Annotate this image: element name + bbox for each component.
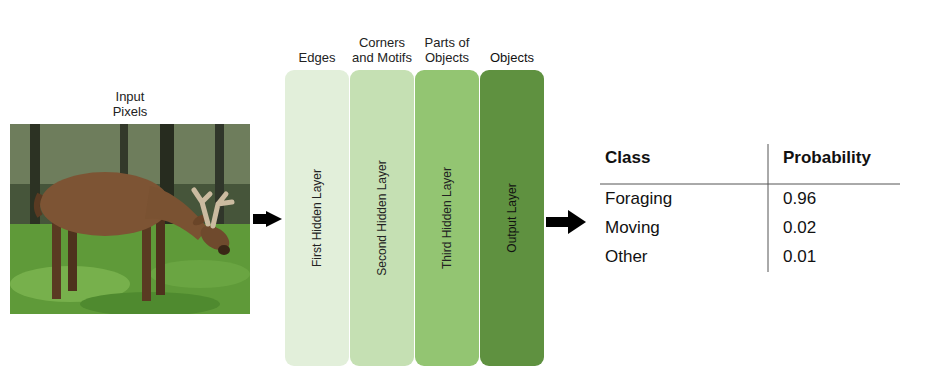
table-header: Probability [783,146,871,170]
deer-photo [10,124,250,314]
table-cell: Foraging [605,187,672,211]
table-cell: 0.96 [783,187,816,211]
flow-arrow [253,214,266,224]
layer-heading: Corners and Motifs [349,36,415,70]
layer-name: First Hidden Layer [310,169,324,267]
table-cell: Other [605,245,648,269]
layer-band: Parts of ObjectsThird Hidden Layer [415,70,479,366]
layer-band: ObjectsOutput Layer [480,70,544,366]
layer-band: EdgesFirst Hidden Layer [285,70,349,366]
layer-name: Output Layer [505,183,519,252]
table-header: Class [605,146,650,170]
layer-name: Third Hidden Layer [440,167,454,269]
table-divider [768,144,769,272]
layer-band: Corners and MotifsSecond Hidden Layer [350,70,414,366]
output-arrow [546,210,586,234]
table-cell: 0.01 [783,245,816,269]
layer-heading: Objects [479,51,545,70]
layer-heading: Input Pixels [102,90,158,124]
table-cell: 0.02 [783,216,816,240]
image-node: Input Pixels [10,124,250,314]
table-cell: Moving [605,216,660,240]
layer-heading: Parts of Objects [414,36,480,70]
layer-name: Second Hidden Layer [375,160,389,275]
table-rule [600,184,900,185]
layer-heading: Edges [284,51,350,70]
